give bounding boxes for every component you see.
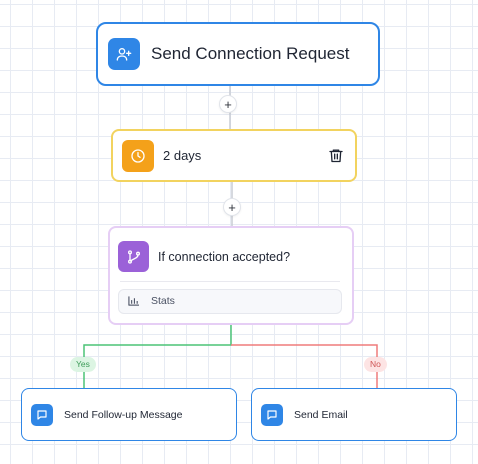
- condition-node[interactable]: If connection accepted? Stats: [108, 226, 354, 325]
- delay-node[interactable]: 2 days: [111, 129, 357, 182]
- send-follow-up-message-node[interactable]: Send Follow-up Message: [21, 388, 237, 441]
- branch-icon: [118, 241, 149, 272]
- trash-icon[interactable]: [327, 147, 345, 165]
- no-branch-label: No: [364, 357, 387, 372]
- divider: [120, 281, 340, 282]
- no-branch-line: [231, 344, 378, 388]
- delay-duration: 2 days: [163, 148, 202, 163]
- stats-button[interactable]: Stats: [118, 288, 342, 314]
- yes-branch-line: [83, 325, 232, 388]
- stats-label: Stats: [151, 295, 175, 308]
- message-icon: [31, 403, 53, 426]
- node-title: Send Email: [294, 408, 348, 421]
- clock-icon: [122, 139, 154, 172]
- node-title: Send Connection Request: [151, 44, 350, 63]
- send-connection-request-node[interactable]: Send Connection Request: [96, 22, 380, 86]
- yes-branch-label: Yes: [70, 357, 96, 372]
- add-step-button[interactable]: +: [223, 198, 241, 216]
- send-email-node[interactable]: Send Email: [251, 388, 457, 441]
- condition-title: If connection accepted?: [158, 249, 291, 264]
- add-step-button[interactable]: +: [219, 95, 237, 113]
- node-title: Send Follow-up Message: [64, 408, 183, 421]
- user-plus-icon: [108, 38, 140, 70]
- bar-chart-icon: [128, 296, 139, 307]
- message-icon: [261, 403, 283, 426]
